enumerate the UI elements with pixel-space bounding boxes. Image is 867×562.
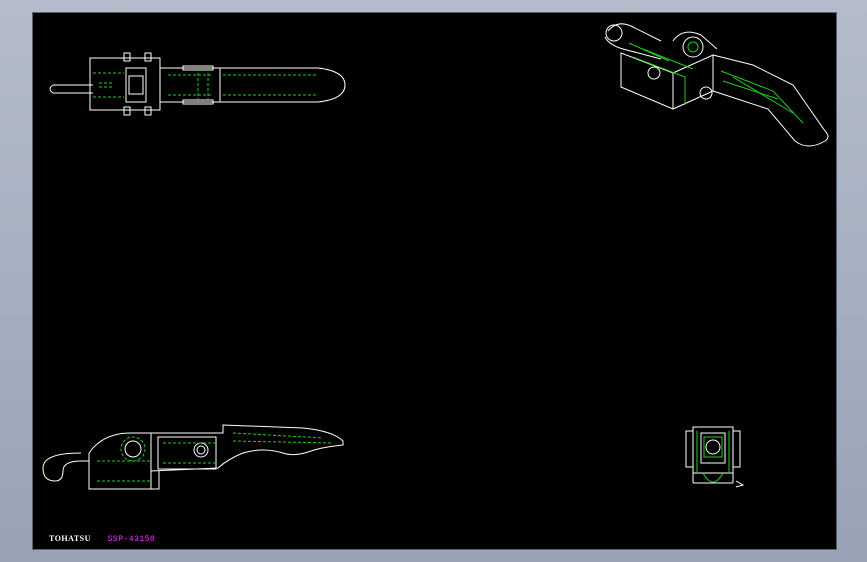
drawing-canvas (42, 23, 829, 490)
brand-label: TOHATSU (49, 534, 91, 543)
side-view (42, 424, 344, 490)
top-view (49, 52, 346, 116)
title-block: TOHATSU SSP-43150 (49, 534, 155, 544)
part-number-label: SSP-43150 (107, 535, 156, 544)
front-view (685, 426, 745, 488)
isometric-view (604, 23, 829, 147)
drawing-sheet: TOHATSU SSP-43150 (32, 12, 837, 550)
